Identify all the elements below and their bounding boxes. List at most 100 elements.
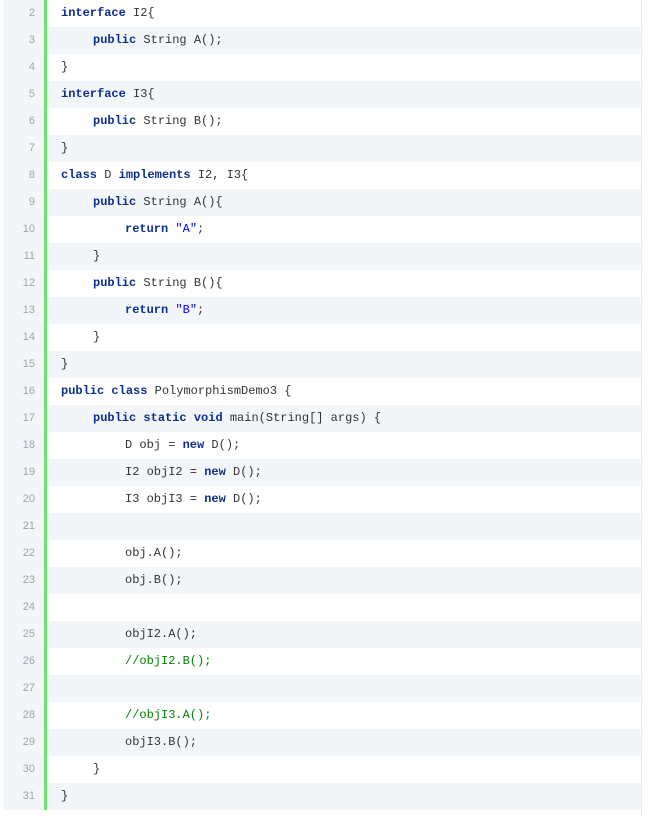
- code-line: 20 I3 objI3 = new D();: [3, 486, 641, 513]
- code-token: PolymorphismDemo3 {: [147, 384, 292, 398]
- line-number: 21: [22, 520, 35, 532]
- code-text: interface I3{: [61, 81, 155, 108]
- code-text: }: [61, 351, 68, 378]
- line-gutter: 22: [3, 540, 47, 567]
- line-gutter: 8: [3, 162, 47, 189]
- code-text: return "B";: [125, 297, 204, 324]
- code-token: }: [93, 330, 101, 344]
- line-gutter: 28: [3, 702, 47, 729]
- line-gutter: 24: [3, 594, 47, 621]
- keyword-token: implements: [118, 168, 191, 182]
- comment-token: //objI3.A();: [125, 708, 212, 722]
- code-token: D: [97, 168, 119, 182]
- line-gutter: 3: [3, 27, 47, 54]
- line-gutter: 4: [3, 54, 47, 81]
- code-text: }: [93, 756, 100, 783]
- keyword-token: public: [93, 33, 137, 47]
- line-gutter: 2: [3, 0, 47, 27]
- keyword-token: public: [93, 114, 137, 128]
- code-text: objI2.A();: [125, 621, 197, 648]
- code-line: 28 //objI3.A();: [3, 702, 641, 729]
- line-number: 9: [28, 196, 35, 208]
- line-gutter: 21: [3, 513, 47, 540]
- keyword-token: public: [93, 195, 137, 209]
- code-token: ;: [197, 303, 205, 317]
- code-token: I3 objI3 =: [125, 492, 205, 506]
- keyword-token: public: [93, 276, 137, 290]
- keyword-token: public: [93, 411, 137, 425]
- code-token: [187, 411, 194, 425]
- line-number: 23: [22, 574, 35, 586]
- line-number: 27: [22, 682, 35, 694]
- line-gutter: 23: [3, 567, 47, 594]
- code-text: public class PolymorphismDemo3 {: [61, 378, 291, 405]
- keyword-token: interface: [61, 6, 126, 20]
- code-token: String B(){: [136, 276, 223, 290]
- code-token: }: [61, 789, 69, 803]
- line-gutter: 15: [3, 351, 47, 378]
- keyword-token: static: [143, 411, 187, 425]
- code-token: objI2.A();: [125, 627, 198, 641]
- code-text: }: [93, 324, 100, 351]
- code-line: 17 public static void main(String[] args)…: [3, 405, 641, 432]
- code-text: obj.B();: [125, 567, 183, 594]
- code-token: D();: [225, 465, 262, 479]
- code-text: }: [61, 135, 68, 162]
- code-token: }: [61, 60, 69, 74]
- code-line: 15}: [3, 351, 641, 378]
- code-line: 22 obj.A();: [3, 540, 641, 567]
- keyword-token: interface: [61, 87, 126, 101]
- code-token: D();: [204, 438, 241, 452]
- code-token: }: [93, 762, 101, 776]
- line-number: 18: [22, 439, 35, 451]
- code-text: class D implements I2, I3{: [61, 162, 248, 189]
- line-gutter: 10: [3, 216, 47, 243]
- code-line: 11}: [3, 243, 641, 270]
- code-line: 5 interface I3{: [3, 81, 641, 108]
- line-gutter: 26: [3, 648, 47, 675]
- line-gutter: 25: [3, 621, 47, 648]
- line-gutter: 11: [3, 243, 47, 270]
- line-gutter: 5: [3, 81, 47, 108]
- code-text: }: [61, 54, 68, 81]
- code-text: public String B(){: [93, 270, 223, 297]
- line-number: 10: [22, 223, 35, 235]
- code-text: public static void main(String[] args) {: [93, 405, 381, 432]
- code-token: D obj =: [125, 438, 183, 452]
- code-line: 25 objI2.A();: [3, 621, 641, 648]
- line-gutter: 19: [3, 459, 47, 486]
- comment-token: //objI2.B();: [125, 654, 212, 668]
- code-line: 4}: [3, 54, 641, 81]
- line-number: 11: [23, 250, 35, 262]
- keyword-token: void: [193, 411, 223, 425]
- line-number: 24: [22, 601, 35, 613]
- code-token: objI3.B();: [125, 735, 198, 749]
- code-token: obj.B();: [125, 573, 183, 587]
- code-line: 19 I2 objI2 = new D();: [3, 459, 641, 486]
- line-gutter: 20: [3, 486, 47, 513]
- line-gutter: 17: [3, 405, 47, 432]
- line-number: 22: [22, 547, 35, 559]
- code-text: I2 objI2 = new D();: [125, 459, 262, 486]
- code-line: 7}: [3, 135, 641, 162]
- code-text: public String B();: [93, 108, 223, 135]
- code-text: I3 objI3 = new D();: [125, 486, 262, 513]
- code-token: String B();: [136, 114, 223, 128]
- code-text: return "A";: [125, 216, 204, 243]
- keyword-token: new: [204, 492, 226, 506]
- code-token: main(String[] args) {: [222, 411, 382, 425]
- code-text: //objI3.A();: [125, 702, 211, 729]
- code-line: 10 return "A";: [3, 216, 641, 243]
- line-number: 25: [22, 628, 35, 640]
- keyword-token: new: [182, 438, 205, 452]
- line-number: 5: [28, 88, 35, 100]
- code-token: obj.A();: [125, 546, 183, 560]
- line-number: 28: [22, 709, 35, 721]
- line-gutter: 14: [3, 324, 47, 351]
- line-gutter: 27: [3, 675, 47, 702]
- line-gutter: 6: [3, 108, 47, 135]
